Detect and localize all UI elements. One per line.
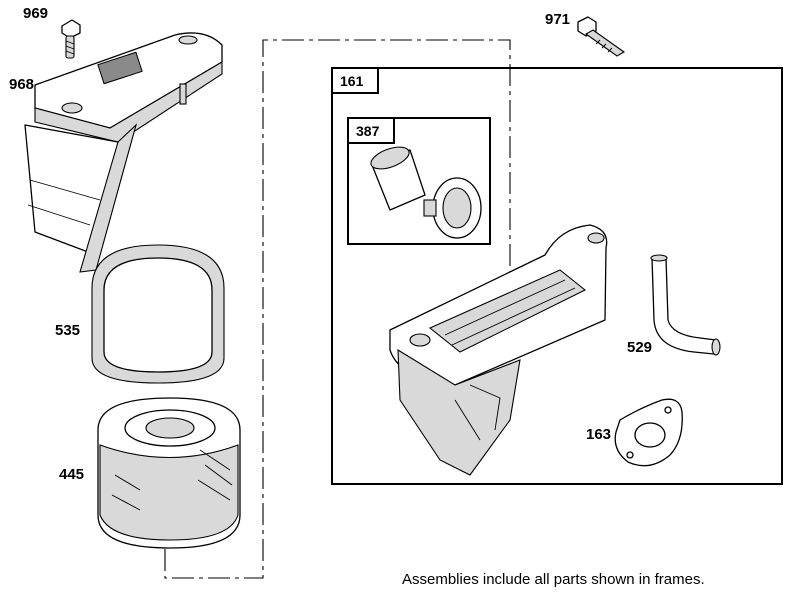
part-445-cartridge (97, 397, 241, 549)
part-969-screw (61, 19, 81, 59)
callout-529: 529 (627, 339, 652, 356)
part-968-cover (24, 32, 223, 273)
part-535-precleaner (91, 244, 225, 384)
callout-535: 535 (55, 322, 80, 339)
leader-line (164, 39, 511, 579)
part-163-gasket (614, 398, 683, 467)
callout-969: 969 (23, 5, 48, 22)
frame-387-labelbox (347, 117, 395, 144)
callout-968: 968 (9, 76, 34, 93)
part-387-tube (370, 146, 482, 239)
callout-445: 445 (59, 466, 84, 483)
callout-971: 971 (545, 11, 570, 28)
callout-387: 387 (356, 123, 380, 139)
callout-161: 161 (340, 73, 364, 89)
frame-161 (331, 67, 783, 485)
frame-387 (347, 117, 491, 245)
frame-161-labelbox (331, 67, 379, 94)
part-529-tube (650, 254, 721, 356)
footer-note: Assemblies include all parts shown in fr… (402, 571, 705, 588)
callout-163: 163 (586, 426, 611, 443)
part-161-base (389, 224, 608, 476)
part-971-bolt (577, 16, 626, 57)
